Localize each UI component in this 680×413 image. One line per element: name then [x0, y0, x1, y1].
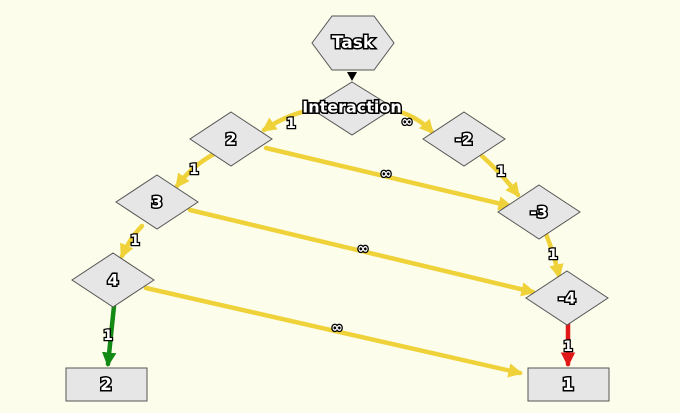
node-label: Task	[332, 33, 375, 53]
edges-layer	[102, 105, 576, 378]
edge-label: 1	[286, 116, 296, 132]
node-label: -2	[455, 130, 473, 149]
node-label: 2	[225, 130, 236, 149]
node-neg2[interactable]: -2	[422, 111, 506, 167]
edge-neg3-to-neg4	[543, 231, 564, 279]
edge-neg2-to-neg3	[479, 153, 521, 198]
rectangle-shape	[527, 367, 610, 402]
nodes-layer: Task Interaction 2 -2 3 -3	[65, 15, 610, 402]
edge-label: ∞	[380, 166, 392, 182]
edge-4-to-out2	[102, 303, 117, 367]
diamond-shape	[115, 174, 199, 230]
edge-label: 1	[496, 164, 506, 180]
node-output-1[interactable]: 1	[527, 367, 610, 402]
edge-label: ∞	[401, 114, 413, 130]
node-label: -3	[530, 203, 548, 222]
node-4[interactable]: 4	[71, 252, 155, 308]
edge-4-to-out1	[143, 285, 523, 378]
edge-labels-layer: 1 ∞ 1 ∞ 1 1 ∞ 1 1 ∞ 1	[102, 113, 574, 357]
edge-label: 1	[189, 162, 199, 178]
rectangle-shape	[65, 367, 148, 402]
node-label: 4	[107, 271, 118, 290]
node-task[interactable]: Task	[311, 15, 395, 71]
node-3[interactable]: 3	[115, 174, 199, 230]
diamond-shape	[189, 111, 273, 167]
edge-2-to-3	[174, 151, 217, 189]
node-neg3[interactable]: -3	[497, 184, 581, 240]
diamond-shape	[422, 111, 506, 167]
diamond-shape	[71, 252, 155, 308]
hexagon-shape	[311, 15, 395, 71]
edge-label: 1	[563, 339, 573, 355]
edge-2-to-neg3	[263, 145, 513, 211]
diamond-shape	[497, 184, 581, 240]
node-label: 1	[562, 375, 574, 395]
edge-3-to-neg4	[187, 207, 536, 297]
node-label: Interaction	[302, 98, 402, 117]
edge-label: ∞	[357, 241, 369, 257]
node-label: 3	[151, 193, 162, 212]
diamond-shape	[309, 81, 395, 136]
edge-label: 1	[103, 328, 113, 344]
edge-label: ∞	[331, 320, 343, 336]
node-interaction[interactable]: Interaction	[301, 81, 403, 136]
diamond-shape	[525, 270, 609, 326]
node-output-2[interactable]: 2	[65, 367, 148, 402]
node-label: 2	[100, 375, 112, 395]
edge-3-to-4	[119, 223, 145, 259]
start-marker-icon	[347, 72, 357, 81]
node-2[interactable]: 2	[189, 111, 273, 167]
edge-label: 1	[548, 247, 558, 263]
node-label: -4	[558, 289, 576, 308]
node-neg4[interactable]: -4	[525, 270, 609, 326]
edge-label: 1	[130, 233, 140, 249]
